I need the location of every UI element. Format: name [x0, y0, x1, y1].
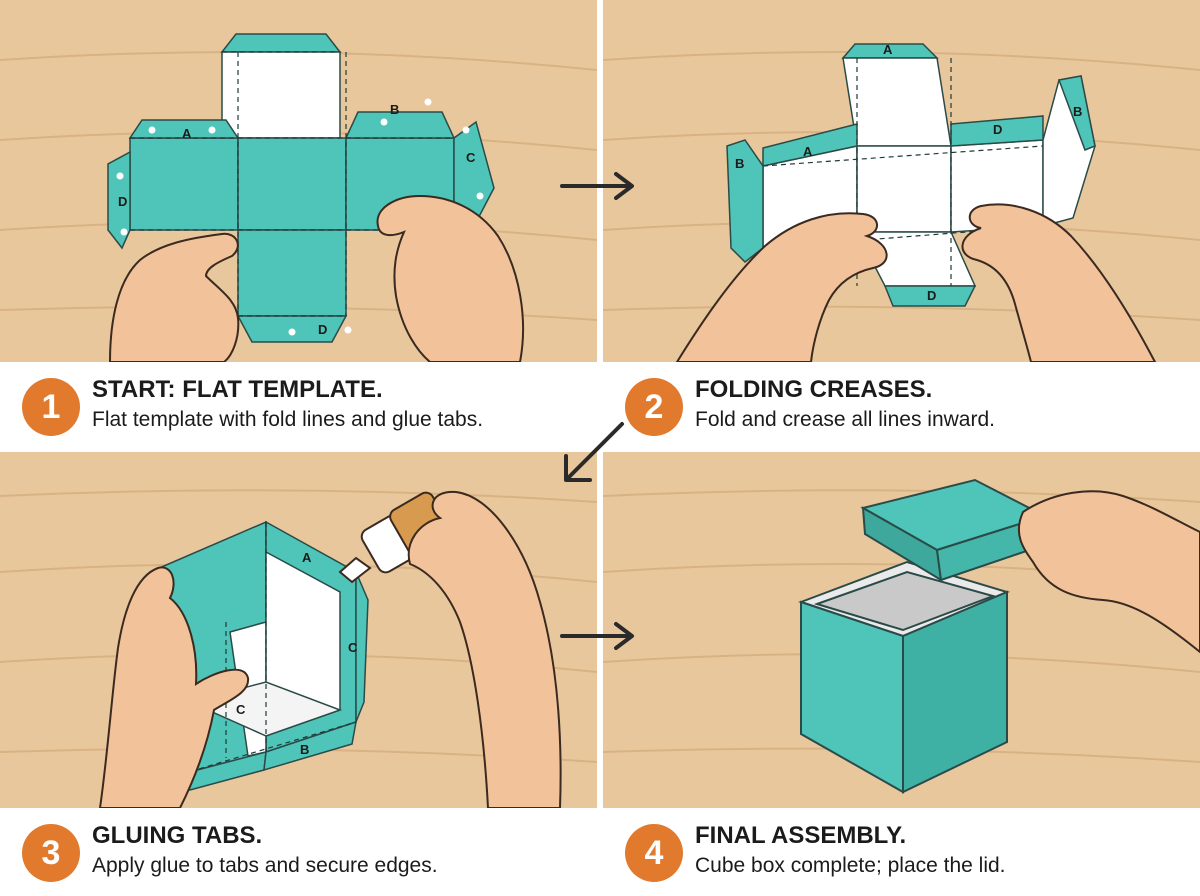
gluing-tabs-scene: A B C C: [0, 452, 597, 808]
step-2-title: FOLDING CREASES.: [695, 376, 933, 403]
tab-label-a: A: [803, 144, 813, 159]
step-3-caption: 3 GLUING TABS. Apply glue to tabs and se…: [0, 810, 597, 896]
right-hand-icon: [407, 490, 562, 808]
arrow-right-icon: [560, 172, 634, 200]
tab-label-c: C: [466, 150, 476, 165]
tab-label-d-bottom: D: [318, 322, 327, 337]
tab-label-a: A: [302, 550, 312, 565]
step-1-illustration: A B C D D: [0, 0, 597, 362]
step-1-caption: 1 START: FLAT TEMPLATE. Flat template wi…: [0, 364, 597, 450]
arrow-right-icon-2: [560, 622, 634, 650]
left-hand-icon: [675, 212, 888, 362]
flat-template-scene: A B C D D: [0, 0, 597, 362]
step-4-description: Cube box complete; place the lid.: [695, 854, 1006, 877]
arrow-down-left-icon: [564, 422, 624, 482]
folding-creases-scene: A A B B D D: [603, 0, 1200, 362]
tab-label-a-top: A: [883, 42, 893, 57]
tab-label-b-left: B: [735, 156, 744, 171]
step-4-illustration: [603, 452, 1200, 808]
right-hand-icon: [376, 194, 525, 362]
tab-label-d-bottom: D: [927, 288, 936, 303]
tab-label-b: B: [390, 102, 399, 117]
step-4-badge: 4: [625, 824, 683, 882]
tab-label-c-left: C: [236, 702, 246, 717]
tab-label-d: D: [993, 122, 1002, 137]
step-2-caption: 2 FOLDING CREASES. Fold and crease all l…: [603, 364, 1200, 450]
partial-box: [149, 520, 369, 791]
step-3-badge: 3: [22, 824, 80, 882]
left-hand-icon: [98, 566, 250, 808]
tab-label-b-right: B: [1073, 104, 1082, 119]
final-assembly-scene: [603, 452, 1200, 808]
right-hand-icon: [1017, 490, 1200, 654]
cube-box: [798, 560, 1010, 794]
step-2-description: Fold and crease all lines inward.: [695, 408, 995, 431]
step-4-caption: 4 FINAL ASSEMBLY. Cube box complete; pla…: [603, 810, 1200, 896]
step-1-title: START: FLAT TEMPLATE.: [92, 376, 383, 403]
tab-label-b: B: [300, 742, 309, 757]
tab-label-c-right: C: [348, 640, 358, 655]
step-1-description: Flat template with fold lines and glue t…: [92, 408, 484, 431]
step-2-badge: 2: [625, 378, 683, 436]
step-4-title: FINAL ASSEMBLY.: [695, 822, 907, 849]
step-2-illustration: A A B B D D: [603, 0, 1200, 362]
step-3-description: Apply glue to tabs and secure edges.: [92, 854, 438, 877]
step-1-badge: 1: [22, 378, 80, 436]
step-3-title: GLUING TABS.: [92, 822, 263, 849]
step-3-illustration: A B C C: [0, 452, 597, 808]
left-hand-icon: [108, 232, 240, 362]
right-hand-icon: [961, 203, 1157, 362]
box-lid: [860, 478, 1049, 582]
tab-label-d: D: [118, 194, 127, 209]
tab-label-a: A: [182, 126, 192, 141]
